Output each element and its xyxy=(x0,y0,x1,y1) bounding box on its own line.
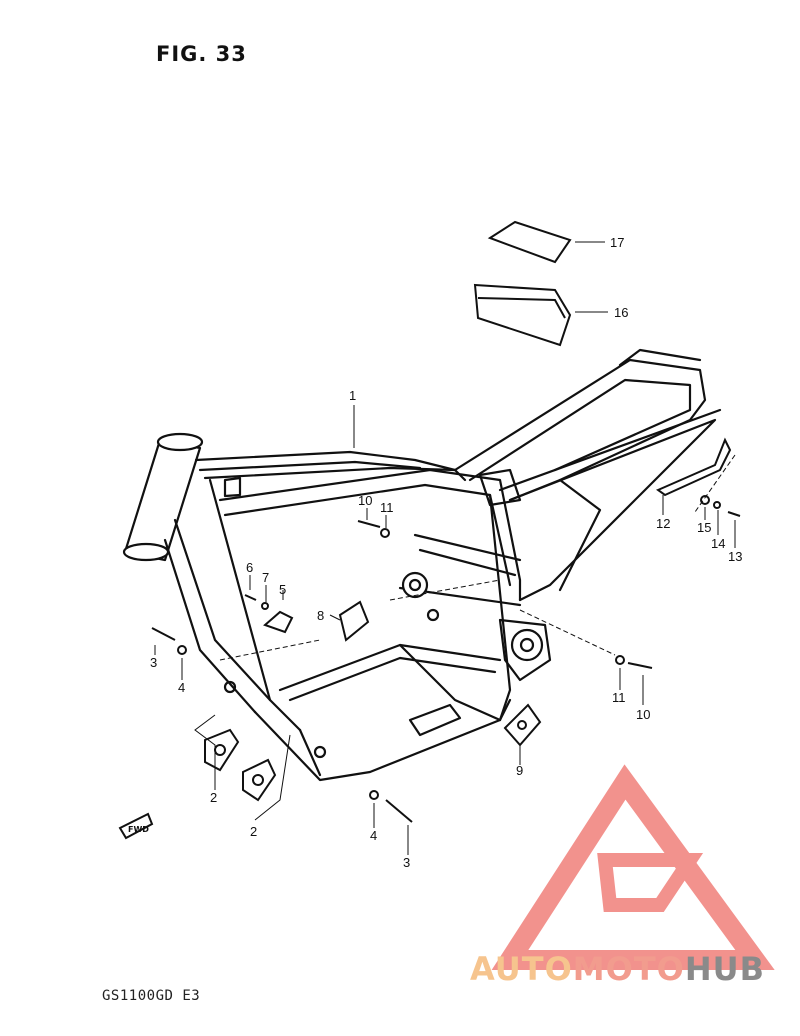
bolt-10-lower xyxy=(627,662,653,669)
model-code: GS1100GD E3 xyxy=(102,988,201,1004)
callout-10a: 10 xyxy=(358,493,372,508)
watermark-moto: MOTO xyxy=(572,950,685,988)
part-17 xyxy=(487,220,572,264)
callout-14: 14 xyxy=(711,536,725,551)
automotohub-logo xyxy=(491,764,775,970)
watermark-auto: AUTO xyxy=(470,950,573,988)
callout-6: 6 xyxy=(246,560,253,575)
callout-1: 1 xyxy=(349,388,356,403)
callout-2a: 2 xyxy=(210,790,217,805)
callout-15: 15 xyxy=(697,520,711,535)
callout-7: 7 xyxy=(262,570,269,585)
steering-head xyxy=(123,438,202,562)
callout-5: 5 xyxy=(279,582,286,597)
callout-12: 12 xyxy=(656,516,670,531)
callout-9: 9 xyxy=(516,763,523,778)
callout-3a: 3 xyxy=(150,655,157,670)
callout-4b: 4 xyxy=(370,828,377,843)
callout-13: 13 xyxy=(728,549,742,564)
bolt-13 xyxy=(727,511,741,517)
callout-8: 8 xyxy=(317,608,324,623)
callout-16: 16 xyxy=(614,305,628,320)
callout-10b: 10 xyxy=(636,707,650,722)
callout-2b: 2 xyxy=(250,824,257,839)
callout-3b: 3 xyxy=(403,855,410,870)
bolt-10-upper xyxy=(357,520,381,528)
callout-11a: 11 xyxy=(380,500,394,515)
watermark-hub: HUB xyxy=(684,950,766,988)
fwd-arrow: FWD xyxy=(118,812,154,840)
bolt-3-lower xyxy=(385,799,413,823)
watermark-text: AUTOMOTOHUB xyxy=(470,950,765,988)
callout-17: 17 xyxy=(610,235,624,250)
figure-title: FIG. 33 xyxy=(156,42,247,66)
bolt-3-upper xyxy=(151,627,176,641)
part-5 xyxy=(263,610,294,634)
part-12 xyxy=(655,437,732,497)
callout-11b: 11 xyxy=(612,690,626,705)
bolt-6 xyxy=(244,594,257,601)
callout-4a: 4 xyxy=(178,680,185,695)
part-8 xyxy=(338,600,370,642)
fwd-label: FWD xyxy=(128,825,149,834)
